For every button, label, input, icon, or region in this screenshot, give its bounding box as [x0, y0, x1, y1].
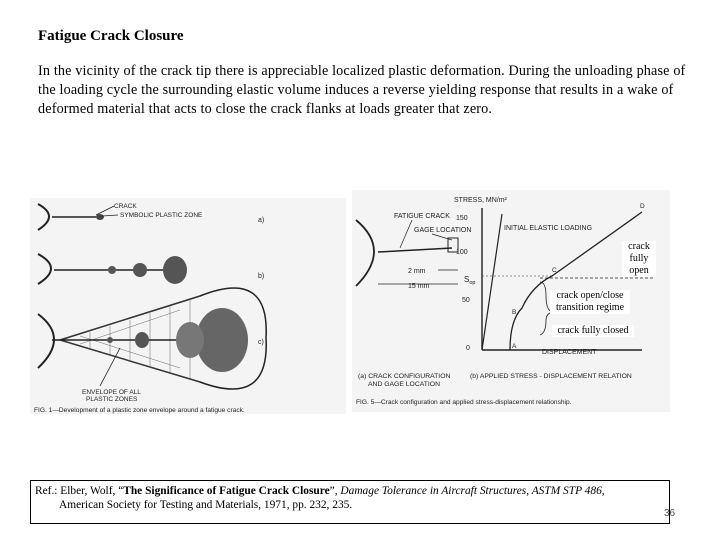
- label-b: b): [258, 273, 264, 280]
- dim-15mm: 15 mm: [408, 283, 430, 290]
- annotation-fully-open: crack fully open: [622, 241, 656, 277]
- label-c: c): [258, 339, 264, 346]
- reference-book: Damage Tolerance in Aircraft Structures,…: [340, 485, 605, 497]
- crack-label: CRACK: [114, 203, 137, 210]
- reference-prefix: Ref.: Elber, Wolf, “: [35, 485, 124, 497]
- reference-mid: ”,: [329, 485, 341, 497]
- caption-a2: AND GAGE LOCATION: [368, 381, 440, 388]
- symbolic-zone-label: SYMBOLIC PLASTIC ZONE: [120, 212, 203, 219]
- gage-location-label: GAGE LOCATION: [414, 227, 471, 234]
- initial-elastic-label: INITIAL ELASTIC LOADING: [504, 225, 592, 232]
- reference-title: The Significance of Fatigue Crack Closur…: [123, 485, 330, 497]
- y-axis-label: STRESS, MN/m²: [454, 197, 508, 204]
- sop-label: Sop: [464, 275, 475, 286]
- tick-0: 0: [466, 345, 470, 352]
- tick-50: 50: [462, 297, 470, 304]
- annotation-fully-closed: crack fully closed: [552, 325, 634, 337]
- figure5-caption: FIG. 5—Crack configuration and applied s…: [356, 399, 572, 406]
- point-b: B: [512, 309, 516, 316]
- figure-plastic-zone: CRACK SYMBOLIC PLASTIC ZONE a) b) c) ENV…: [30, 198, 346, 414]
- fatigue-crack-label: FATIGUE CRACK: [394, 213, 450, 220]
- displacement-label: DISPLACEMENT: [542, 349, 597, 356]
- reference-box: Ref.: Elber, Wolf, “The Significance of …: [30, 480, 670, 524]
- tick-100: 100: [456, 249, 468, 256]
- label-a: a): [258, 217, 264, 224]
- body-paragraph: In the vicinity of the crack tip there i…: [38, 63, 686, 117]
- point-c: C: [552, 267, 557, 274]
- point-d: D: [640, 203, 645, 210]
- slide-title: Fatigue Crack Closure: [38, 28, 184, 44]
- caption-a1: (a) CRACK CONFIGURATION: [358, 373, 450, 380]
- dim-2mm: 2 mm: [408, 268, 426, 275]
- tick-150: 150: [456, 215, 468, 222]
- envelope-label-2: PLASTIC ZONES: [86, 396, 138, 403]
- page-number: 36: [664, 508, 676, 519]
- point-a: A: [512, 343, 517, 350]
- envelope-label: ENVELOPE OF ALL: [82, 389, 141, 396]
- figure1-caption: FIG. 1—Development of a plastic zone env…: [34, 407, 245, 414]
- annotation-transition: crack open/close transition regime: [550, 290, 630, 314]
- reference-line2: American Society for Testing and Materia…: [59, 499, 353, 511]
- caption-b: (b) APPLIED STRESS - DISPLACEMENT RELATI…: [470, 373, 632, 380]
